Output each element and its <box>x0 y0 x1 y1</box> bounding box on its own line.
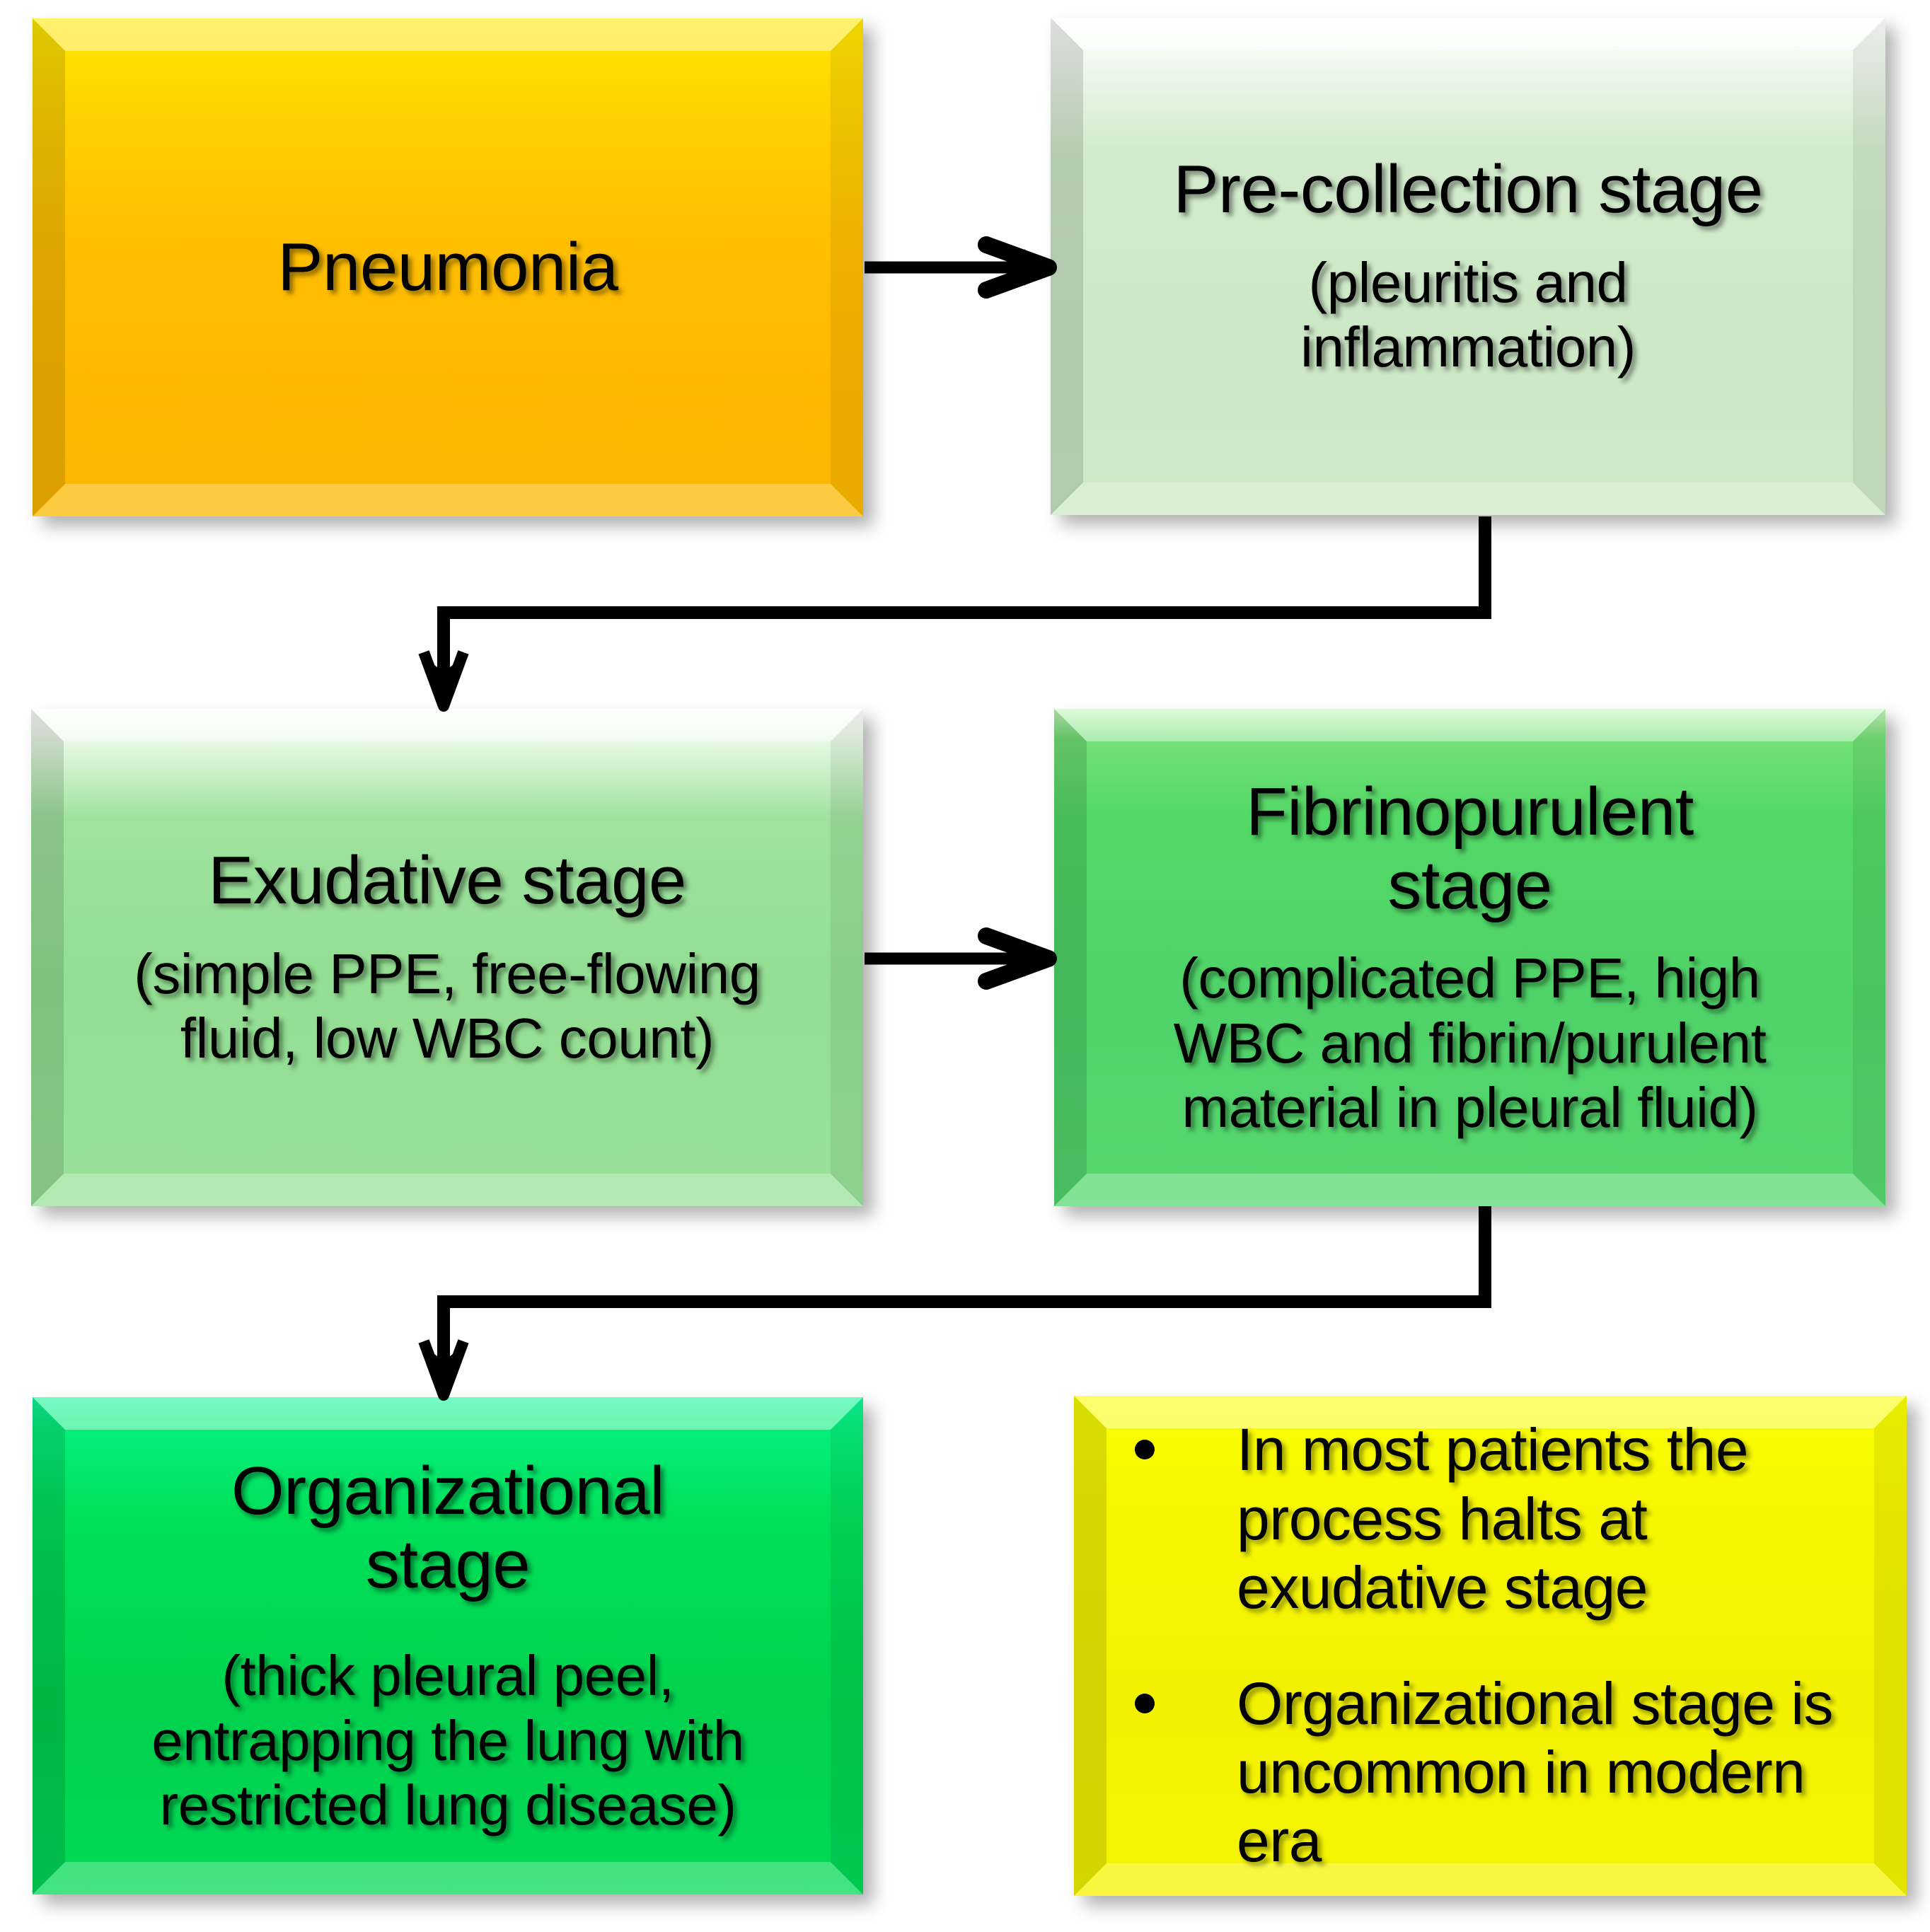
node-subtitle: (simple PPE, free-flowing fluid, low WBC… <box>134 942 761 1070</box>
node-title: Pre-collection stage <box>1173 151 1763 228</box>
list-item: Organizational stage is uncommon in mode… <box>1135 1670 1868 1876</box>
node-title: Fibrinopurulent stage <box>1246 774 1694 923</box>
notes-bullet-list: In most patients the process halts at ex… <box>1074 1416 1907 1876</box>
edge-exudative-to-fibrinopurulent <box>865 927 1057 990</box>
node-fill <box>1074 1396 1907 1896</box>
node-fill <box>33 1397 863 1895</box>
node-subtitle: (complicated PPE, high WBC and fibrin/pu… <box>1173 947 1767 1139</box>
node-fill <box>33 18 863 516</box>
node-fibrinopurulent-stage[interactable]: Fibrinopurulent stage (complicated PPE, … <box>1054 709 1885 1206</box>
notes-panel[interactable]: In most patients the process halts at ex… <box>1074 1396 1907 1896</box>
list-item-label: In most patients the process halts at ex… <box>1237 1416 1749 1621</box>
node-title: Pneumonia <box>277 229 618 306</box>
node-fill <box>1054 709 1885 1206</box>
node-fill <box>1051 18 1885 515</box>
node-precollection-stage[interactable]: Pre-collection stage (pleuritis and infl… <box>1051 18 1885 515</box>
node-exudative-stage[interactable]: Exudative stage (simple PPE, free-flowin… <box>31 709 863 1206</box>
node-fill <box>31 709 863 1206</box>
edge-precollection-to-exudative <box>418 516 1491 712</box>
edge-fibrinopurulent-to-organizational <box>418 1206 1491 1401</box>
node-subtitle: (thick pleural peel, entrapping the lung… <box>151 1644 744 1836</box>
bullet-dot-icon <box>1135 1693 1155 1713</box>
node-pneumonia[interactable]: Pneumonia <box>33 18 863 516</box>
node-subtitle: (pleuritis and inflammation) <box>1300 251 1636 379</box>
edge-pneumonia-to-precollection <box>865 236 1057 299</box>
node-title: Exudative stage <box>208 843 686 919</box>
bullet-dot-icon <box>1135 1440 1155 1460</box>
node-organizational-stage[interactable]: Organizational stage (thick pleural peel… <box>33 1397 863 1895</box>
list-item-label: Organizational stage is uncommon in mode… <box>1237 1670 1833 1875</box>
node-title: Organizational stage <box>231 1453 665 1602</box>
list-item: In most patients the process halts at ex… <box>1135 1416 1868 1622</box>
